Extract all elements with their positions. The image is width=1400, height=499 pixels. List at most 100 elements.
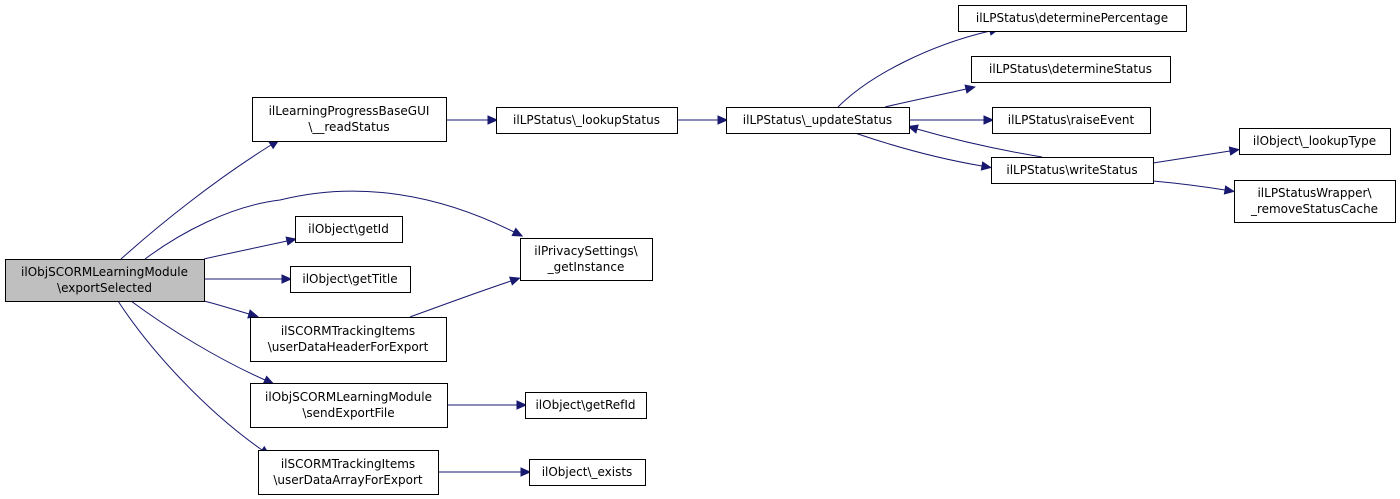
edge-line <box>117 300 263 451</box>
edge-arrowhead <box>247 309 259 319</box>
node-label-line: ilLearningProgressBaseGUI <box>269 104 430 118</box>
node-updateStatus[interactable]: ilLPStatus\_updateStatus <box>726 107 910 134</box>
node-box[interactable] <box>529 459 646 486</box>
node-box[interactable] <box>520 238 653 281</box>
edge-arrowhead <box>281 274 293 284</box>
edge-arrowhead <box>509 276 521 286</box>
node-box[interactable] <box>496 107 678 134</box>
node-box[interactable] <box>992 107 1151 134</box>
node-removeStatusCache[interactable]: ilLPStatusWrapper\_removeStatusCache <box>1234 180 1396 223</box>
node-label-line: ilObject\_lookupType <box>1253 134 1376 148</box>
node-sendExportFile[interactable]: ilObjSCORMLearningModule \sendExportFile <box>250 383 448 428</box>
edge-line <box>916 128 1043 158</box>
node-readStatus[interactable]: ilLearningProgressBaseGUI\__readStatus <box>252 97 447 142</box>
node-box[interactable] <box>250 317 447 362</box>
edge-arrowhead <box>285 236 297 246</box>
node-box[interactable] <box>295 216 403 243</box>
edge-root-to-getTitle <box>204 274 293 284</box>
node-getTitle[interactable]: ilObject\getTitle <box>290 266 411 293</box>
edge-arrowhead <box>717 115 729 125</box>
edge-line <box>884 88 967 108</box>
node-label-line: ilObject\getTitle <box>302 272 397 286</box>
node-box[interactable] <box>958 5 1187 32</box>
edge-root-to-getId <box>203 236 297 260</box>
edge-lookupStatus-to-updateStatus <box>677 115 729 125</box>
edge-root-to-userDataHeader <box>203 300 259 319</box>
edge-arrowhead <box>487 115 499 125</box>
edge-arrowhead <box>262 375 275 385</box>
node-label-line: ilLPStatus\determinePercentage <box>976 11 1168 25</box>
edge-arrowhead <box>511 227 524 237</box>
edge-line <box>203 240 288 260</box>
node-getInstance[interactable]: ilPrivacySettings\ _getInstance <box>520 238 653 281</box>
edge-line <box>837 30 991 108</box>
edge-writeStatus-to-lookupType <box>1152 146 1241 164</box>
edge-writeStatus-to-updateStatus <box>907 124 1043 158</box>
node-label-line: ilObject\_exists <box>542 465 633 479</box>
node-label-line: \sendExportFile <box>302 406 394 420</box>
node-determinePercentage[interactable]: ilLPStatus\determinePercentage <box>958 5 1187 32</box>
node-box[interactable] <box>5 259 205 302</box>
node-label-line: ilLPStatus\determineStatus <box>989 62 1152 76</box>
edge-updateStatus-to-writeStatus <box>854 132 993 171</box>
edge-line <box>1152 180 1226 191</box>
node-label-line: ilSCORMTrackingItems <box>281 457 415 471</box>
node-box[interactable] <box>252 97 447 142</box>
node-label-line: ilLPStatusWrapper\ <box>1257 186 1372 200</box>
node-box[interactable] <box>290 266 411 293</box>
edge-userDataArray-to-exists <box>438 467 532 477</box>
node-exists[interactable]: ilObject\_exists <box>529 459 646 486</box>
node-getRefId[interactable]: ilObject\getRefId <box>525 392 647 419</box>
edge-arrowhead <box>520 467 532 477</box>
edge-updateStatus-to-raiseEvent <box>909 115 995 125</box>
nodes-layer: ilObjSCORMLearningModule\exportSelectedi… <box>5 5 1396 495</box>
node-label-line: ilObject\getId <box>308 222 389 236</box>
node-box[interactable] <box>1234 180 1396 223</box>
node-box[interactable] <box>726 107 910 134</box>
node-box[interactable] <box>525 392 647 419</box>
node-label-line: ilPrivacySettings\ <box>534 244 638 258</box>
edge-arrowhead <box>1223 185 1236 195</box>
node-label-line: ilObjSCORMLearningModule <box>265 390 432 404</box>
edge-arrowhead <box>983 115 995 125</box>
edge-arrowhead <box>964 84 976 94</box>
edge-arrowhead <box>980 161 993 171</box>
edge-line <box>409 280 512 318</box>
edge-arrowhead <box>1228 146 1241 156</box>
edge-line <box>1152 150 1231 164</box>
node-label-line: ilObject\getRefId <box>535 398 635 412</box>
edges-layer <box>117 26 1241 477</box>
edge-root-to-getInstance <box>144 190 524 260</box>
node-label-line: \userDataArrayForExport <box>273 473 423 487</box>
edge-userDataHeader-to-getInstance <box>409 276 521 318</box>
edge-readStatus-to-lookupStatus <box>446 115 499 125</box>
node-label-line: ilObjSCORMLearningModule <box>21 265 188 279</box>
node-box[interactable] <box>991 157 1154 184</box>
node-box[interactable] <box>250 383 448 428</box>
node-box[interactable] <box>971 56 1171 83</box>
node-determineStatus[interactable]: ilLPStatus\determineStatus <box>971 56 1171 83</box>
node-userDataArray[interactable]: ilSCORMTrackingItems \userDataArrayForExp… <box>258 450 439 495</box>
edge-sendExportFile-to-getRefId <box>447 400 528 410</box>
edge-root-to-userDataArray <box>117 300 271 456</box>
node-label-line: ilLPStatus\raiseEvent <box>1008 113 1135 127</box>
node-getId[interactable]: ilObject\getId <box>295 216 403 243</box>
node-label-line: \exportSelected <box>57 281 152 295</box>
edge-root-to-readStatus <box>120 139 280 260</box>
edge-line <box>854 132 983 167</box>
node-box[interactable] <box>1239 128 1391 155</box>
node-writeStatus[interactable]: ilLPStatus\writeStatus <box>991 157 1154 184</box>
node-root[interactable]: ilObjSCORMLearningModule \exportSelected <box>5 259 205 302</box>
node-lookupType[interactable]: ilObject\_lookupType <box>1239 128 1391 155</box>
node-box[interactable] <box>258 450 439 495</box>
edge-arrowhead <box>907 124 919 134</box>
node-raiseEvent[interactable]: ilLPStatus\raiseEvent <box>992 107 1151 134</box>
node-label-line: _getInstance <box>547 260 625 274</box>
edge-writeStatus-to-removeStatusCache <box>1152 180 1236 195</box>
edge-line <box>203 300 250 315</box>
node-label-line: ilLPStatus\_lookupStatus <box>513 113 660 127</box>
node-label-line: ilLPStatus\_updateStatus <box>743 113 892 127</box>
node-lookupStatus[interactable]: ilLPStatus\_lookupStatus <box>496 107 678 134</box>
node-userDataHeader[interactable]: ilSCORMTrackingItems\userDataHeaderForEx… <box>250 317 447 362</box>
